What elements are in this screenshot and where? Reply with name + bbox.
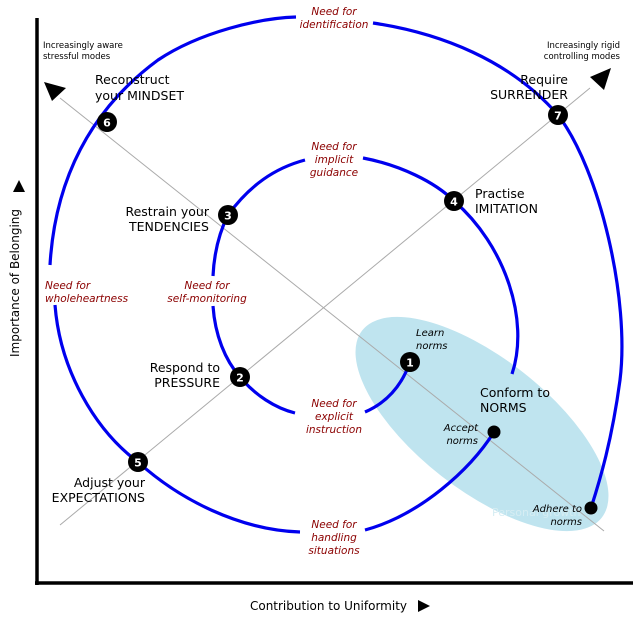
diagonal-aware-line (59, 97, 605, 532)
accept-norms-dot (487, 425, 501, 439)
svg-text:1: 1 (406, 357, 414, 370)
svg-text:4: 4 (450, 196, 458, 209)
stage-node-2: 2 (230, 367, 250, 387)
diagonal-rigid-line (59, 87, 591, 526)
inner-spiral-upper-left (226, 158, 306, 216)
watermark: Personal growth (492, 506, 581, 519)
outer-spiral-bottom (364, 431, 496, 532)
x-axis-label: Contribution to Uniformity (250, 599, 407, 613)
svg-text:3: 3 (224, 210, 232, 223)
svg-text:5: 5 (134, 457, 142, 470)
y-axis-label: Importance of Belonging (8, 209, 22, 357)
y-axis-arrow-icon (13, 180, 25, 192)
svg-text:7: 7 (554, 110, 562, 123)
norms-zone-ellipse (355, 316, 609, 532)
adhere-norms-dot (584, 501, 598, 515)
inner-spiral-lower-left (211, 305, 296, 415)
stage-node-1: 1 (400, 352, 420, 372)
outer-spiral-top-right (372, 21, 624, 509)
stage-node-6: 6 (97, 112, 117, 132)
stage-node-4: 4 (444, 191, 464, 211)
svg-text:6: 6 (103, 117, 111, 130)
stage-node-7: 7 (548, 105, 568, 125)
stage-node-5: 5 (128, 452, 148, 472)
inner-spiral-upper-right (362, 156, 520, 375)
x-axis-arrow-icon (418, 600, 430, 612)
svg-text:2: 2 (236, 372, 244, 385)
stage-node-3: 3 (218, 205, 238, 225)
arrow-rigid-icon (590, 68, 611, 90)
arrow-aware-icon (44, 82, 66, 101)
outer-spiral-upper (48, 15, 297, 266)
